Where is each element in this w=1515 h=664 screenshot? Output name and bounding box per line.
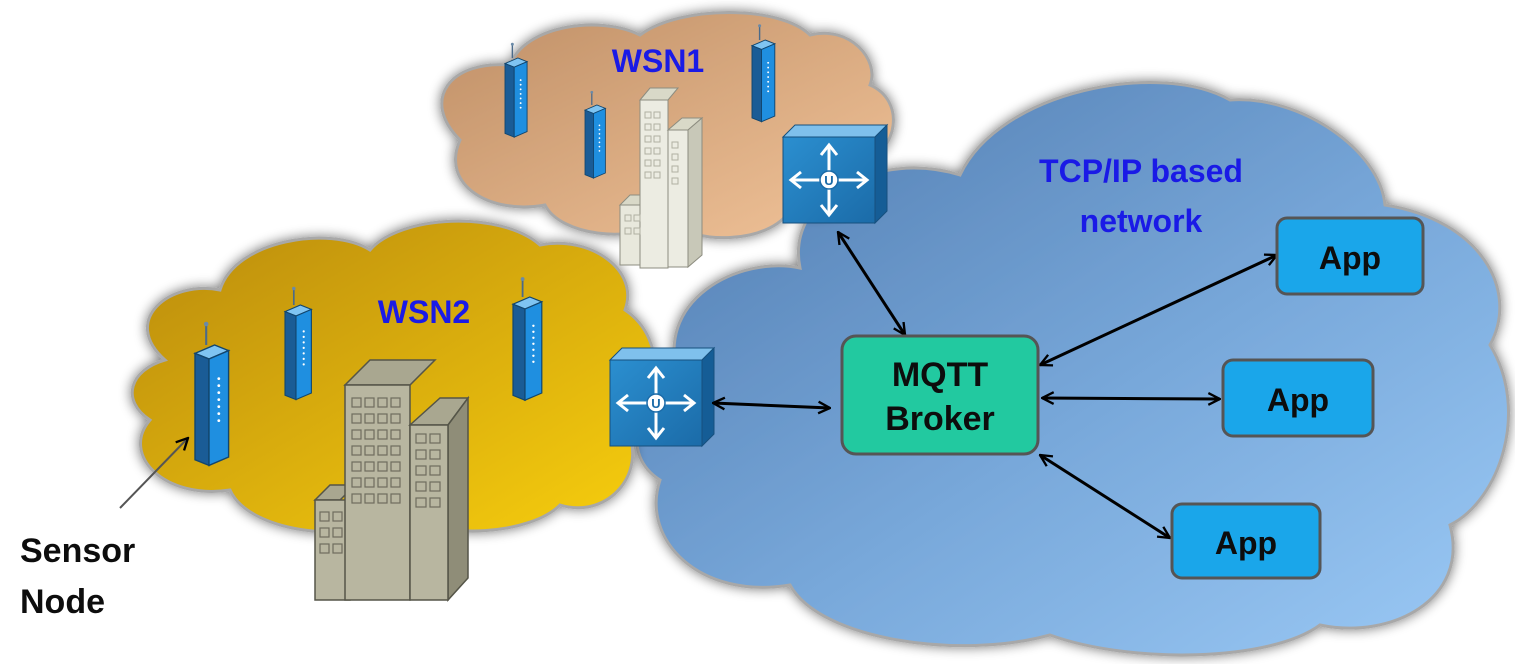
app-label: App bbox=[1319, 240, 1381, 276]
router-icon bbox=[608, 346, 716, 448]
sensor-node-label-line2: Node bbox=[20, 583, 105, 621]
arrow-broker-app2 bbox=[1042, 398, 1220, 399]
sensor-pointer-line bbox=[119, 438, 188, 509]
app-label: App bbox=[1215, 525, 1277, 561]
arrow-broker-app3 bbox=[1040, 455, 1170, 538]
broker-label-line1: MQTT bbox=[892, 356, 989, 394]
arrow-router2-broker bbox=[713, 403, 830, 408]
wsn1-label: WSN1 bbox=[612, 43, 704, 79]
building-icon bbox=[618, 87, 704, 269]
app-box-3: App bbox=[1170, 502, 1322, 580]
building-icon bbox=[313, 359, 470, 602]
router-icon bbox=[781, 123, 889, 225]
tcp-label-line1: TCP/IP based bbox=[1039, 153, 1243, 189]
mqtt-broker: MQTT Broker bbox=[840, 334, 1040, 456]
broker-label-line2: Broker bbox=[885, 400, 995, 438]
app-box-2: App bbox=[1221, 358, 1375, 438]
wsn2-label: WSN2 bbox=[378, 294, 470, 330]
app-label: App bbox=[1267, 382, 1329, 418]
connection-arrows bbox=[713, 232, 1277, 538]
app-box-1: App bbox=[1275, 216, 1425, 296]
arrow-broker-app1 bbox=[1040, 255, 1277, 365]
sensor-node-label-line1: Sensor bbox=[20, 532, 135, 570]
arrow-router1-broker bbox=[838, 232, 905, 335]
tcp-label-line2: network bbox=[1080, 203, 1203, 239]
